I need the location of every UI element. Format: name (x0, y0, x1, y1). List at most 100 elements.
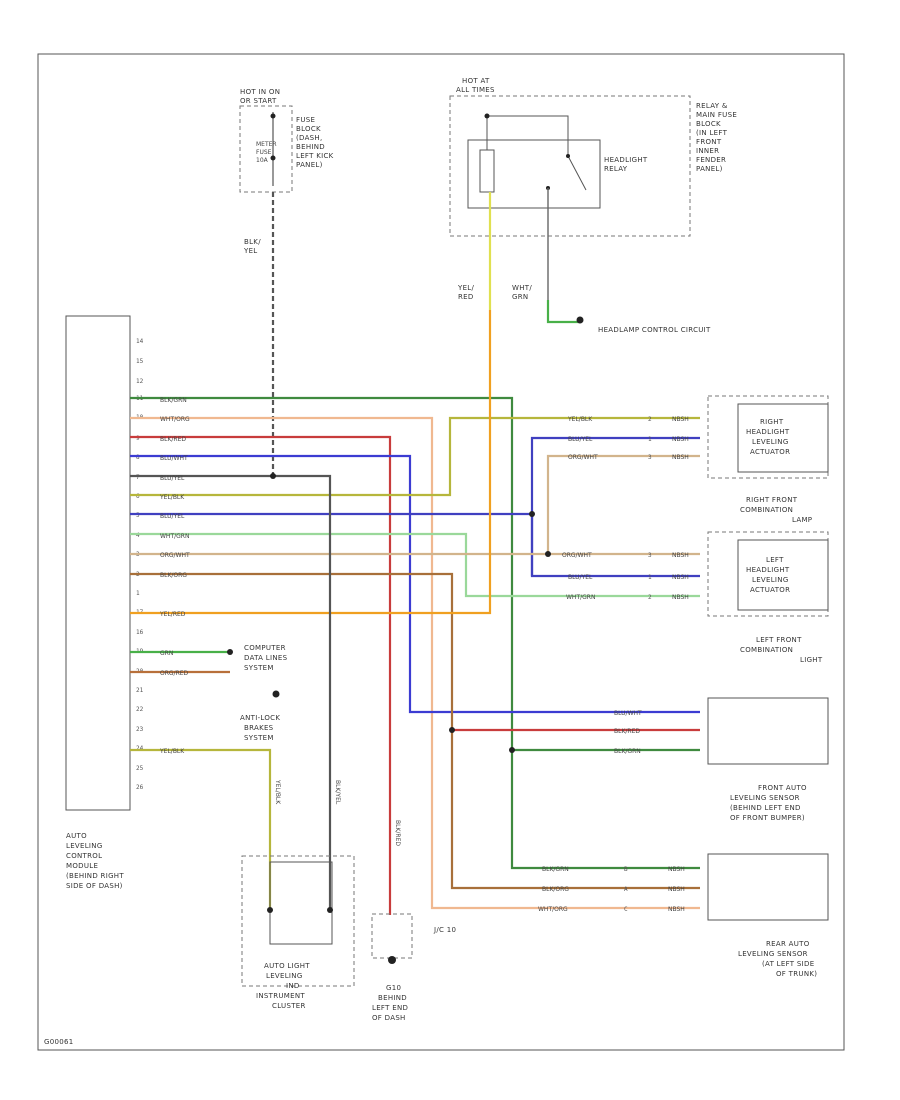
ground-label-line-1: G10 (386, 984, 401, 992)
relay-location-line-4: (IN LEFT (696, 129, 728, 137)
right-headlight-label-line-4: ACTUATOR (750, 448, 790, 456)
left-front-group-line-2: COMBINATION (740, 646, 793, 654)
right-headlight-pin-1: 2 (648, 416, 652, 423)
right-headlight-label-line-3: LEVELING (752, 438, 789, 446)
right-headlight-tag-2: NBSH (672, 436, 689, 443)
relay-switch-pivot (566, 154, 570, 158)
right-headlight-wire-1: YEL/BLK (567, 416, 593, 423)
module-pin-1: 14 (136, 338, 144, 345)
right-front-group-line-2: COMBINATION (740, 506, 793, 514)
right-headlight-label-line-2: HEADLIGHT (746, 428, 790, 436)
splice-blu-yel (529, 511, 535, 517)
relay-location-line-3: BLOCK (696, 120, 721, 128)
left-front-group-line-3: LIGHT (800, 656, 823, 664)
module-pin-3: 12 (136, 378, 144, 385)
module-pin-2: 15 (136, 358, 144, 365)
left-headlight-tag-2: NBSH (672, 574, 689, 581)
relay-wire-left-1: YEL/ (457, 284, 474, 292)
module-wire-2: WHT/ORG (160, 416, 190, 423)
relay-location-line-6: INNER (696, 147, 719, 155)
front-sensor-group: BLU/WHT BLK/RED BLK/GRN FRONT AUTO LEVEL… (614, 697, 829, 822)
rear-sensor-label-line-1: REAR AUTO (766, 940, 810, 948)
rear-sensor-pin-1: B (624, 866, 628, 873)
module-wire-8: WHT/GRN (160, 533, 189, 540)
fuse-location-line-4: BEHIND (296, 143, 325, 151)
relay-switch-arm (567, 155, 587, 191)
module-pin-10: 5 (136, 512, 140, 519)
antilock-label-line-1: ANTI-LOCK (240, 714, 280, 722)
cluster-wire-left: YEL/BLK (274, 779, 281, 805)
left-headlight-group: ORG/WHT BLU/YEL WHT/GRN 3 1 2 NBSH NBSH … (562, 531, 829, 664)
instrument-cluster-outline (241, 855, 355, 987)
module-pin-11: 4 (136, 532, 140, 539)
cluster-left-terminal (267, 907, 273, 913)
relay-coil (479, 149, 495, 193)
front-sensor-wire-3: BLK/GRN (614, 748, 641, 755)
rear-sensor-group: BLK/GRN BLK/ORG WHT/ORG B A C NBSH NBSH … (538, 853, 829, 978)
module-wire-11: YEL/RED (159, 611, 186, 618)
ground-wire-label: BLK/RED (394, 820, 401, 846)
module-pin-14: 1 (136, 590, 140, 597)
rear-sensor-tag-2: NBSH (668, 886, 685, 893)
fuse-wire-color-2: YEL (243, 247, 258, 255)
rear-sensor-tag-1: NBSH (668, 866, 685, 873)
right-headlight-pin-3: 3 (648, 454, 652, 461)
relay-wire-left-2: RED (458, 293, 474, 301)
left-headlight-pin-1: 3 (648, 552, 652, 559)
rear-sensor-label-line-3: (AT LEFT SIDE (762, 960, 814, 968)
relay-wire-right-2: GRN (512, 293, 528, 301)
right-headlight-wire-2: BLU/YEL (568, 436, 593, 443)
relay-source-line-2: ALL TIMES (456, 86, 495, 94)
cluster-wire-right: BLK/YEL (334, 780, 341, 805)
ground-label-line-4: OF DASH (372, 1014, 406, 1022)
module-wire-13: ORG/RED (160, 670, 189, 677)
left-headlight-tag-3: NBSH (672, 594, 689, 601)
top-fuse-group: HOT IN ON OR START METER FUSE 10A FUSE B… (239, 88, 334, 476)
relay-location-line-7: FENDER (696, 156, 726, 164)
relay-group: HOT AT ALL TIMES HEADLIGHT RELAY RELAY &… (449, 77, 737, 334)
left-headlight-actuator (737, 539, 829, 611)
left-headlight-wire-2: BLU/YEL (568, 574, 593, 581)
fuse-bottom-terminal (270, 155, 276, 161)
wire-harness (130, 310, 700, 915)
fuse-location-line-2: BLOCK (296, 125, 321, 133)
computer-data-terminal (227, 649, 233, 655)
right-front-group-line-1: RIGHT FRONT (746, 496, 798, 504)
right-front-group-line-3: LAMP (792, 516, 812, 524)
top-fuse-source-line-1: HOT IN ON (240, 88, 280, 96)
computer-data-lines-group: COMPUTER DATA LINES SYSTEM ANTI-LOCK BRA… (227, 644, 287, 742)
module-pin-22: 24 (136, 745, 144, 752)
module-pin-8: 7 (136, 474, 140, 481)
computer-data-ground-terminal (272, 690, 280, 698)
fuse-location-line-6: PANEL) (296, 161, 323, 169)
left-headlight-label-line-3: LEVELING (752, 576, 789, 584)
relay-location-line-2: MAIN FUSE (696, 111, 737, 119)
module-wire-1: BLK/GRN (160, 397, 187, 404)
left-headlight-label-line-4: ACTUATOR (750, 586, 790, 594)
module-wire-3: BLK/RED (160, 436, 186, 443)
module-label-line-3: CONTROL (66, 852, 102, 860)
headlamp-control-terminal (576, 316, 584, 324)
computer-label-line-3: SYSTEM (244, 664, 274, 672)
left-headlight-label-line-1: LEFT (766, 556, 784, 564)
left-headlight-label-line-2: HEADLIGHT (746, 566, 790, 574)
module-label-line-4: MODULE (66, 862, 98, 870)
left-headlight-pin-2: 1 (648, 574, 652, 581)
module-wire-labels: BLK/GRN WHT/ORG BLK/RED BLU/WHT BLU/YEL … (159, 397, 190, 755)
fuse-wire-color-1: BLK/ (244, 238, 261, 246)
ground-outline (371, 913, 413, 959)
right-headlight-tag-3: NBSH (672, 454, 689, 461)
module-wire-7: BLU/YEL (160, 513, 185, 520)
auto-light-leveling-indicator (269, 861, 333, 945)
fuse-name-line-2: FUSE (256, 149, 272, 156)
wire-yel-blk-abs (130, 748, 272, 910)
rear-sensor-pin-2: A (624, 886, 628, 893)
front-sensor-wire-1: BLU/WHT (614, 710, 642, 717)
relay-location-line-1: RELAY & (696, 102, 728, 110)
right-headlight-wire-3: ORG/WHT (568, 454, 598, 461)
cluster-label-line-1: AUTO LIGHT (264, 962, 310, 970)
relay-block-outline (449, 95, 691, 237)
diagram-frame (37, 53, 845, 1051)
fuse-location-line-5: LEFT KICK (296, 152, 334, 160)
